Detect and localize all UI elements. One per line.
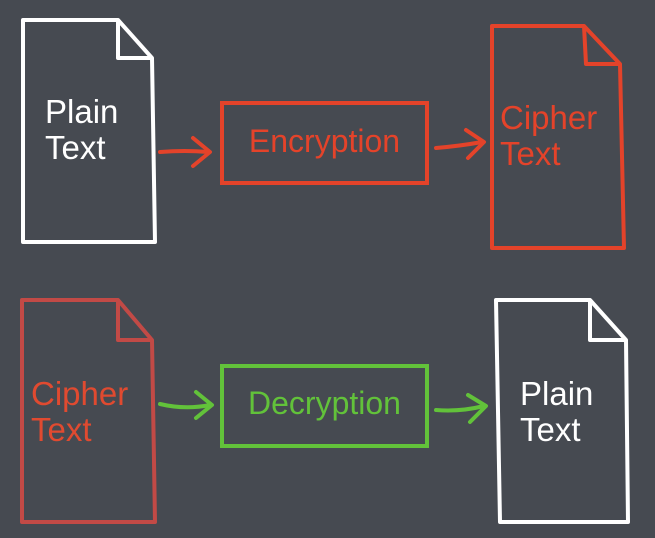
document-fold	[588, 300, 626, 342]
label-line: Text	[31, 411, 92, 449]
decryption-text: Decryption	[248, 385, 401, 421]
label-line: Text	[520, 411, 581, 449]
document-fold	[582, 25, 620, 66]
encryption-label: Encryption	[222, 123, 427, 159]
decryption-box	[220, 364, 429, 448]
document-outline	[20, 298, 157, 524]
document-outline	[490, 24, 626, 250]
label-line: Cipher	[500, 99, 598, 136]
document-outline	[494, 298, 630, 524]
arrow-to-cipher-text	[434, 128, 486, 160]
cipher-text-document-input	[20, 298, 157, 524]
label-line: Plain	[520, 375, 594, 412]
cipher-text-input-label: Cipher Text	[31, 375, 129, 449]
label-line: Text	[500, 135, 561, 173]
arrow-to-decryption	[158, 390, 214, 420]
label-line: Text	[45, 129, 106, 167]
document-fold	[116, 300, 152, 342]
label-line: Plain	[45, 93, 119, 130]
plain-text-document-output	[494, 298, 630, 524]
cipher-text-output-label: Cipher Text	[500, 99, 598, 173]
plain-text-document-input	[21, 18, 157, 244]
arrow-to-plain-text	[434, 393, 488, 424]
cipher-text-document-output	[490, 24, 626, 250]
label-line: Cipher	[31, 375, 129, 412]
document-outline	[21, 18, 157, 244]
decryption-label: Decryption	[222, 385, 427, 421]
encryption-text: Encryption	[248, 123, 401, 159]
plain-text-input-label: Plain Text	[45, 93, 119, 167]
encryption-box	[220, 101, 429, 185]
plain-text-output-label: Plain Text	[520, 375, 594, 449]
document-fold	[116, 20, 152, 60]
arrow-to-encryption	[158, 136, 212, 168]
